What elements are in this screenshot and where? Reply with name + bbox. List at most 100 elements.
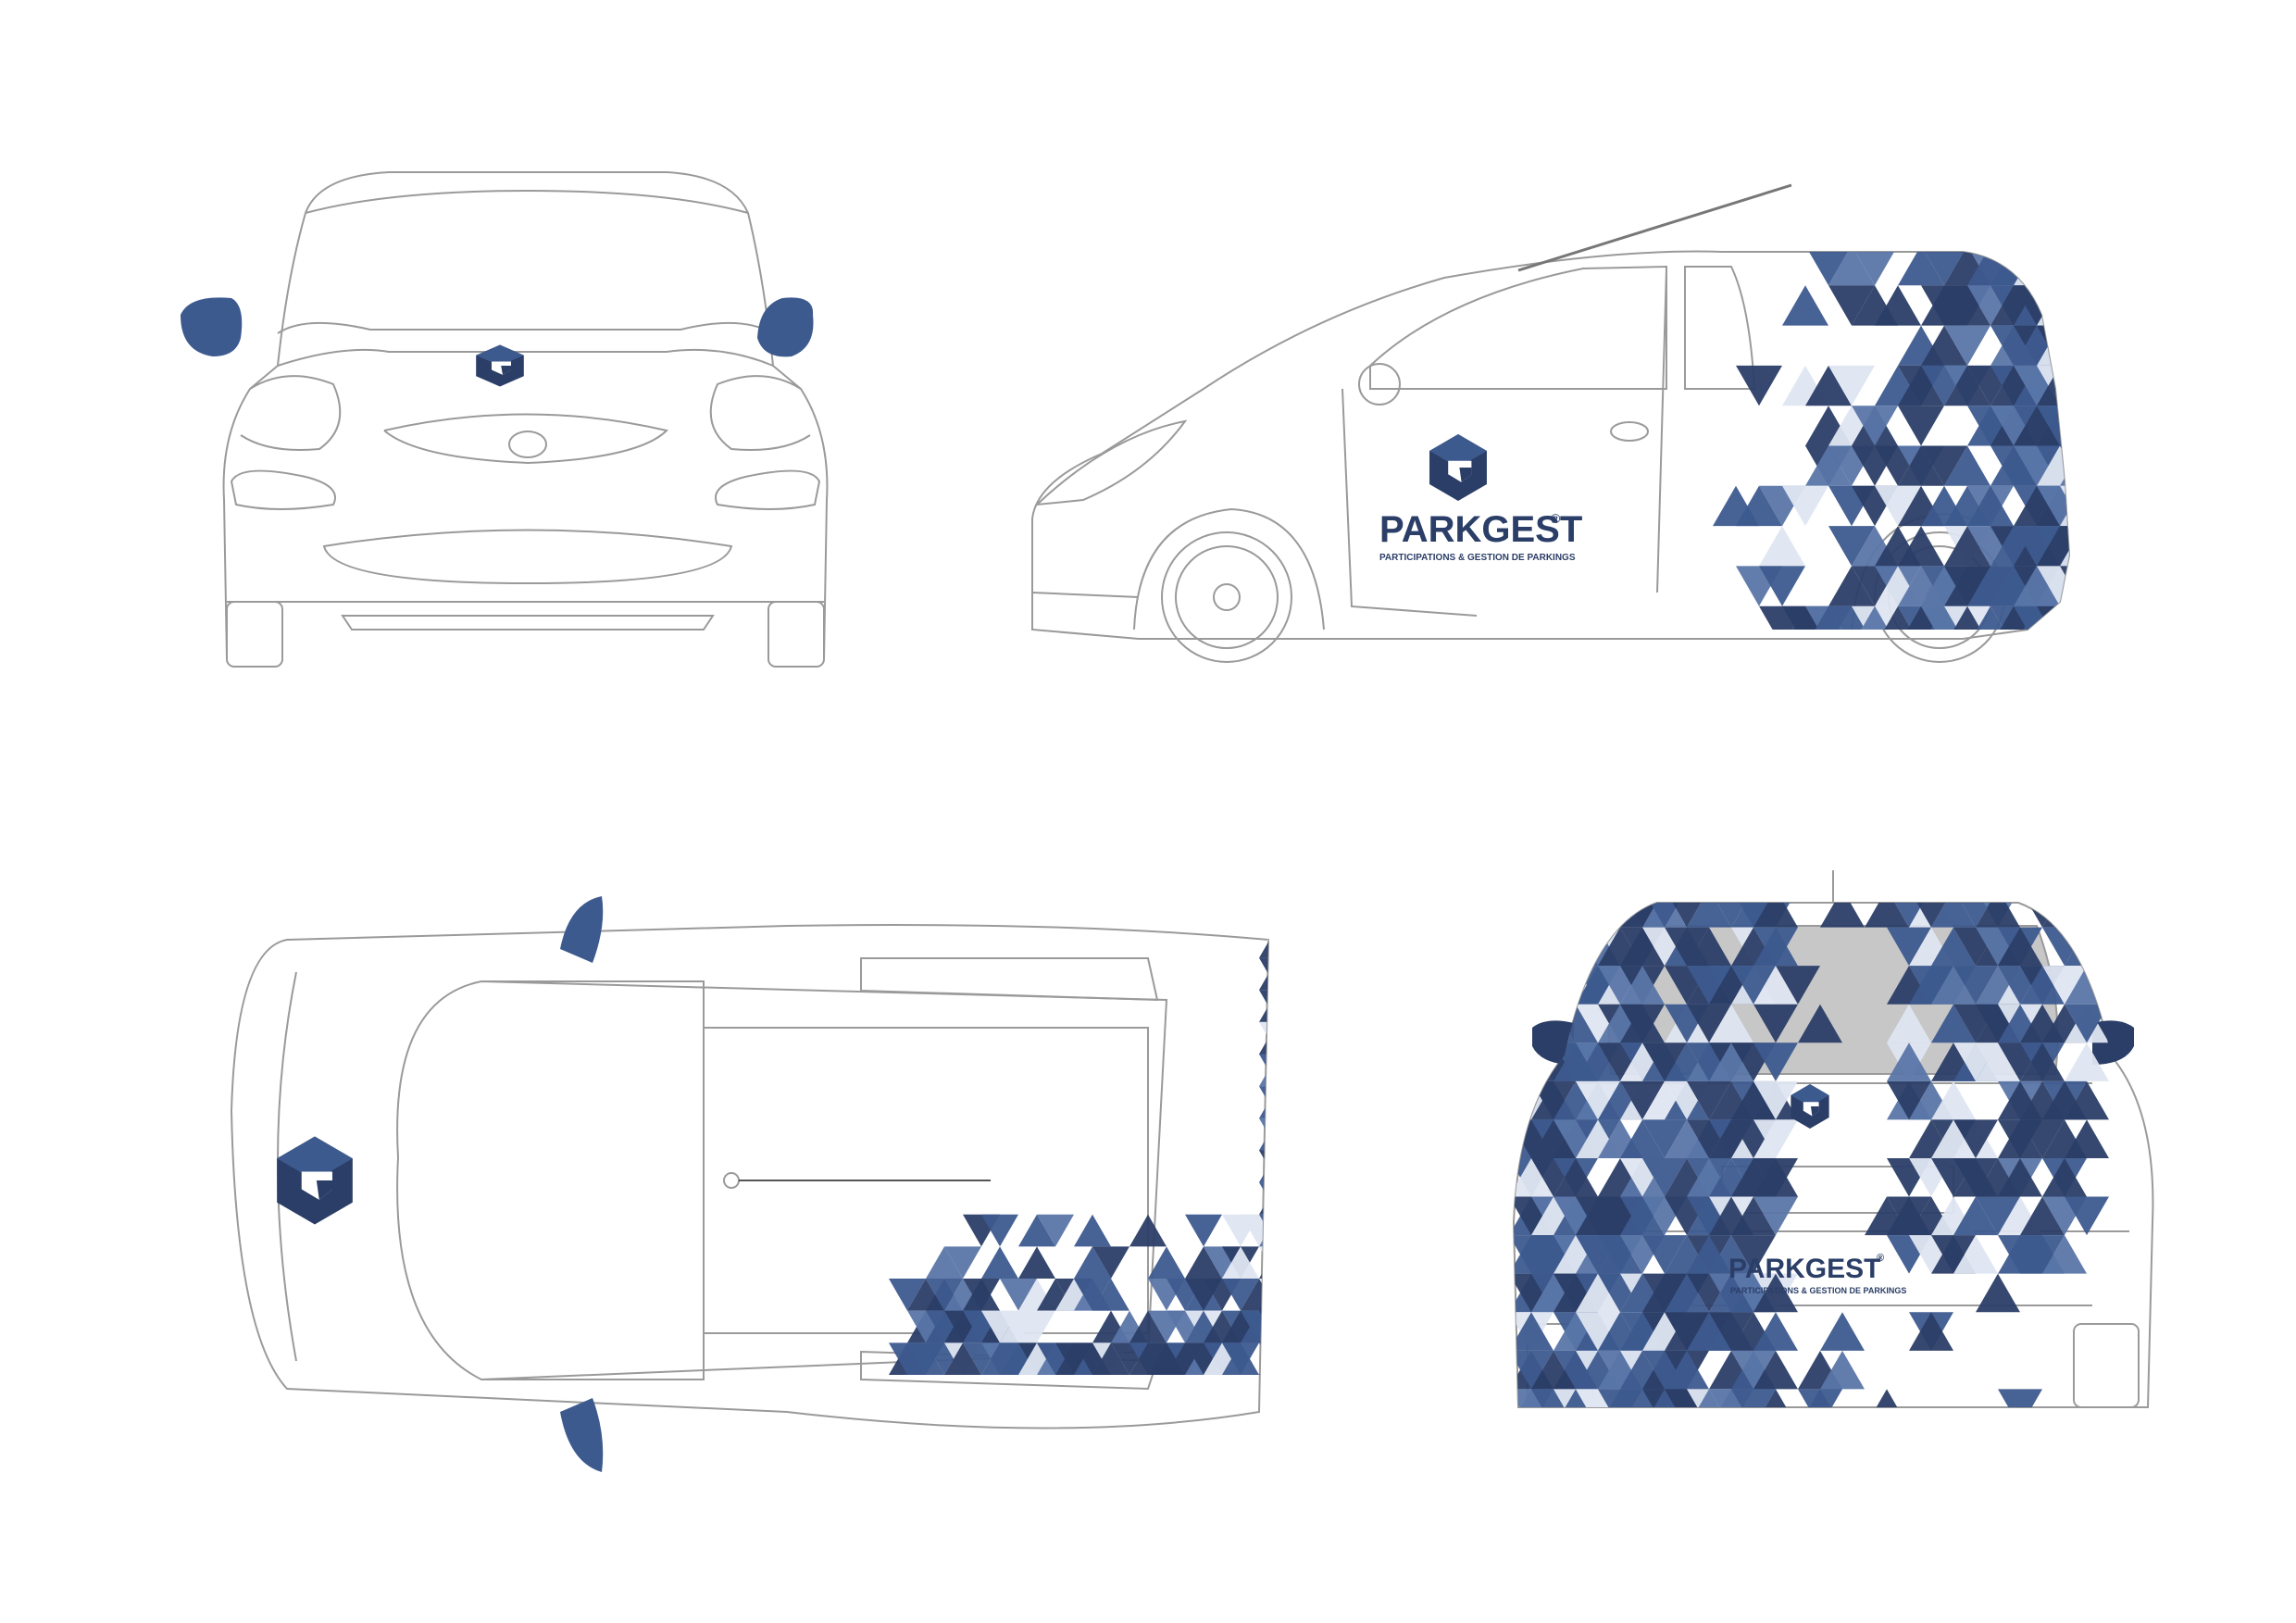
livery-triangle [1620,1080,1665,1120]
livery-triangle [1875,606,1921,630]
livery-triangle [1687,1004,1731,1043]
livery-triangle [1278,926,1315,958]
livery-triangle [2129,285,2176,325]
livery-triangle [1333,1150,1370,1182]
livery-triangle [2037,285,2069,326]
livery-triangle [1931,903,1976,928]
livery-triangle [1921,325,1967,366]
livery-triangle [1805,251,1852,286]
livery-triangle [1931,927,1976,967]
livery-triangle [1753,1350,1798,1390]
livery-triangle [2129,366,2176,406]
livery-triangle [1665,927,1709,967]
livery-triangle [1278,1150,1315,1182]
livery-triangle [1278,1279,1315,1311]
livery-triangle [2083,326,2129,366]
livery-triangle [1333,1279,1370,1311]
livery-triangle [1731,1389,1776,1407]
livery-triangle [2083,285,2129,325]
livery-triangle [2042,1157,2087,1197]
livery-triangle [2106,606,2152,646]
livery-triangle [2042,1235,2087,1274]
livery-triangle [2106,526,2152,566]
livery-triangle [2065,1004,2109,1043]
livery-triangle [1731,903,1776,928]
livery-triangle [1315,926,1352,958]
livery-triangle [1296,1118,1333,1151]
livery-triangle [2060,251,2069,286]
livery-triangle [1241,1279,1268,1311]
livery-triangle [1944,445,1990,486]
livery-triangle [1531,927,1576,967]
livery-triangle [1514,903,1554,928]
livery-triangle [926,1279,963,1311]
livery-triangle [2060,445,2069,486]
livery-triangle [2060,606,2069,630]
livery-triangle [1185,1246,1222,1280]
livery-triangle [1296,1022,1333,1055]
livery-triangle [2065,1196,2109,1236]
livery-triangle [2152,526,2199,566]
livery-triangle [944,1342,981,1375]
livery-triangle [1944,365,1990,406]
livery-triangle [1709,1004,1753,1043]
livery-triangle [1278,1118,1315,1151]
rear-geometric-pattern [1514,903,2109,1407]
livery-triangle [1129,1310,1167,1343]
livery-triangle [1944,325,1990,366]
livery-triangle [2083,606,2129,646]
livery-triangle [2152,245,2199,285]
livery-triangle [2037,445,2069,486]
livery-triangle [1852,251,1898,286]
livery-triangle [1736,365,1782,406]
livery-triangle [1687,1080,1731,1120]
livery-triangle [1315,990,1352,1022]
livery-triangle [1296,1086,1333,1118]
livery-triangle [1000,1279,1037,1311]
livery-triangle [1000,1310,1037,1343]
livery-triangle [1944,526,1990,567]
livery-triangle [1576,1080,1620,1120]
livery-triangle [1333,1118,1370,1151]
livery-triangle [1278,1342,1315,1375]
livery-triangle [1129,1214,1167,1247]
livery-triangle [2106,245,2152,285]
livery-triangle [1296,990,1333,1022]
livery-triangle [1333,1086,1370,1118]
livery-triangle [1753,1004,1798,1043]
livery-triangle [1315,1022,1352,1055]
livery-triangle [2152,406,2199,445]
livery-triangle [1315,958,1352,991]
rear-right-mirror [2092,1020,2134,1065]
livery-triangle [1554,903,1598,928]
livery-triangle [1731,966,1776,1005]
livery-triangle [1990,606,2037,630]
livery-triangle [1531,903,1576,928]
livery-triangle [1333,1215,1370,1247]
livery-triangle [981,1246,1018,1280]
livery-triangle [1687,927,1731,967]
livery-triangle [1148,1246,1185,1280]
livery-triangle [2060,285,2069,326]
livery-triangle [1921,251,1967,286]
livery-triangle [1296,1150,1333,1182]
livery-triangle [1753,927,1798,967]
livery-triangle [1753,1196,1798,1236]
livery-triangle [1315,1055,1352,1087]
livery-triangle [1953,966,1998,1005]
livery-triangle [2042,903,2087,928]
livery-triangle [2129,406,2176,445]
livery-triangle [2065,903,2109,928]
livery-triangle [1278,1182,1315,1215]
livery-triangle [2152,366,2199,406]
livery-triangle [2083,366,2129,406]
livery-triangle [2129,406,2176,445]
livery-triangle [1828,285,1875,326]
livery-triangle [1887,1042,1931,1081]
livery-triangle [1753,1080,1798,1120]
livery-triangle [2083,446,2129,486]
livery-triangle [1092,1342,1129,1375]
livery-triangle [1315,1215,1352,1247]
livery-triangle [2106,285,2152,325]
livery-triangle [1259,1246,1268,1280]
